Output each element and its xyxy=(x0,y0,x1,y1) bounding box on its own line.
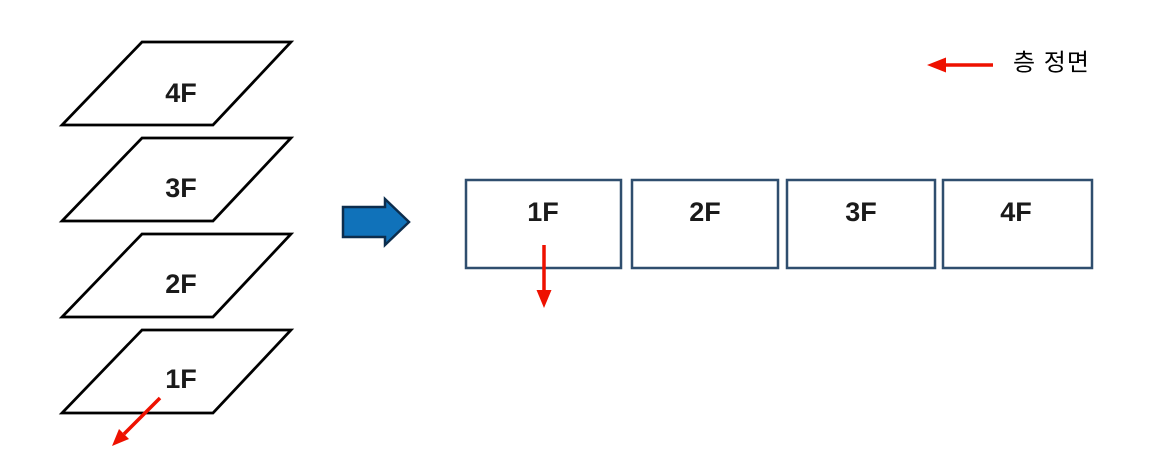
floor-plate-2f-label: 2F xyxy=(165,269,197,299)
floor-box-4f-label: 4F xyxy=(1000,197,1032,227)
floor-plate-3f: 3F xyxy=(58,136,295,223)
legend-arrow-head xyxy=(927,57,946,73)
floor-stack: 4F 3F 2F 1F xyxy=(58,40,295,446)
legend-label: 층 정면 xyxy=(1013,50,1090,77)
floor-box-4f: 4F xyxy=(941,178,1094,270)
floor-box-3f-label: 3F xyxy=(845,197,877,227)
row-front-arrow-head xyxy=(536,290,552,308)
floor-plate-1f-shape xyxy=(58,328,295,415)
floor-plate-1f: 1F xyxy=(58,328,295,415)
floor-plate-1f-label: 1F xyxy=(165,364,197,394)
floor-plate-4f: 4F xyxy=(58,40,295,127)
floor-plate-3f-shape xyxy=(58,136,295,223)
floor-plate-4f-shape xyxy=(58,40,295,127)
floor-box-3f: 3F xyxy=(785,178,937,270)
floor-plate-2f-shape xyxy=(58,232,295,319)
floor-box-1f-label: 1F xyxy=(527,197,559,227)
floor-plate-4f-label: 4F xyxy=(165,78,197,108)
floor-box-3f-shape xyxy=(785,178,937,270)
floor-box-2f-label: 2F xyxy=(689,197,721,227)
floor-plate-3f-label: 3F xyxy=(165,173,197,203)
floor-box-4f-shape xyxy=(941,178,1094,270)
floor-plate-2f: 2F xyxy=(58,232,295,319)
floor-row: 1F 2F 3F 4F xyxy=(464,178,1094,308)
legend: 층 정면 xyxy=(927,50,1090,77)
floor-box-2f: 2F xyxy=(630,178,780,270)
legend-left-arrow-icon xyxy=(927,57,993,73)
block-arrow-right-icon xyxy=(341,196,411,248)
stack-front-direction-arrow-icon xyxy=(112,396,162,446)
stack-front-arrow-head xyxy=(112,429,129,446)
floor-box-2f-shape xyxy=(630,178,780,270)
row-front-direction-arrow-icon xyxy=(536,245,552,308)
stack-front-arrow-line xyxy=(122,396,162,436)
